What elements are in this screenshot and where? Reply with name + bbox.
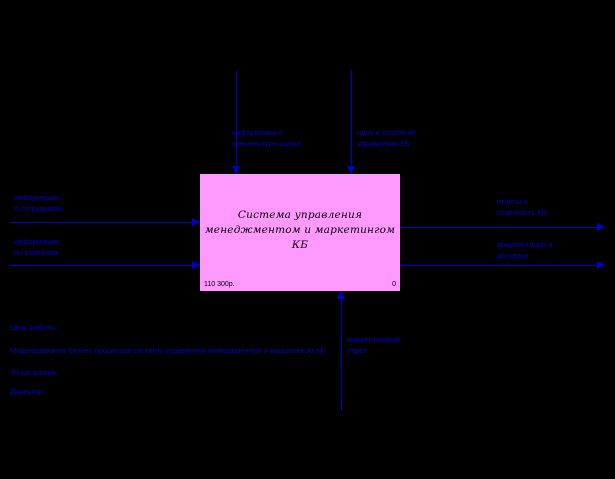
mechanism-arrow-label: маркетинговый отдел bbox=[347, 334, 400, 356]
control-arrow-2-label-line2: управления КБ bbox=[357, 139, 410, 148]
purpose-text: Моделирование бизнес-процессов системы у… bbox=[10, 346, 326, 355]
activity-title-line2: менеджментом и маркетингом КБ bbox=[204, 224, 396, 251]
input-arrow-1-label-line2: о сотрудниках bbox=[14, 204, 64, 213]
control-arrow-1-label-line1: информация о bbox=[232, 128, 283, 137]
purpose-heading: Цель работы: bbox=[10, 323, 58, 332]
control-arrow-2-head bbox=[347, 166, 355, 174]
output-arrow-2-head bbox=[597, 261, 605, 269]
activity-cost-label: 110 300р. bbox=[204, 281, 235, 288]
input-arrow-1-label-line1: информация bbox=[14, 193, 59, 202]
output-arrow-2-label-line1: документация и bbox=[497, 240, 553, 249]
activity-number-label: 0 bbox=[392, 281, 396, 288]
control-arrow-2-label: информация о цель и стратегия управления… bbox=[357, 127, 416, 149]
input-arrow-1-line bbox=[10, 222, 192, 223]
output-arrow-2-label: документация и договора bbox=[497, 239, 552, 261]
mechanism-arrow-head bbox=[337, 291, 345, 299]
output-arrow-1-label-line2: отчетность КБ bbox=[497, 208, 547, 217]
output-arrow-1-label: отчеты и отчетность КБ bbox=[497, 196, 547, 218]
viewpoint-text: Директор bbox=[10, 387, 43, 396]
control-arrow-1-label: информация о конъюнктуре рынка bbox=[232, 127, 300, 149]
control-arrow-2-label-line1b: цель и стратегия bbox=[357, 128, 416, 137]
input-arrow-2-line bbox=[10, 265, 192, 266]
output-arrow-1-label-line1: отчеты и bbox=[497, 197, 528, 206]
output-arrow-1-line bbox=[400, 227, 597, 228]
output-arrow-2-label-line2: договора bbox=[497, 251, 529, 260]
mechanism-arrow-line bbox=[341, 299, 342, 411]
activity-title-line1: Система управления bbox=[237, 209, 363, 221]
input-arrow-1-label: информация о сотрудниках bbox=[14, 192, 63, 214]
mechanism-arrow-label-line2: отдел bbox=[347, 346, 367, 355]
activity-box-a0[interactable]: Система управления менеджментом и маркет… bbox=[200, 174, 400, 291]
input-arrow-1-head bbox=[192, 218, 200, 226]
input-arrow-2-label: информация по клиентам bbox=[14, 236, 59, 258]
control-arrow-1-head bbox=[232, 166, 240, 174]
control-arrow-2-line bbox=[351, 70, 352, 166]
input-arrow-2-label-line1: информация bbox=[14, 237, 59, 246]
input-arrow-2-head bbox=[192, 261, 200, 269]
input-arrow-2-label-line2: по клиентам bbox=[14, 248, 58, 257]
output-arrow-1-head bbox=[597, 223, 605, 231]
viewpoint-heading: Точка зрения: bbox=[10, 368, 58, 377]
control-arrow-1-label-line2: конъюнктуре рынка bbox=[232, 139, 301, 148]
mechanism-arrow-label-line1: маркетинговый bbox=[347, 335, 400, 344]
control-arrow-1-line bbox=[236, 70, 237, 166]
output-arrow-2-line bbox=[400, 265, 597, 266]
activity-title: Система управления менеджментом и маркет… bbox=[200, 208, 400, 253]
